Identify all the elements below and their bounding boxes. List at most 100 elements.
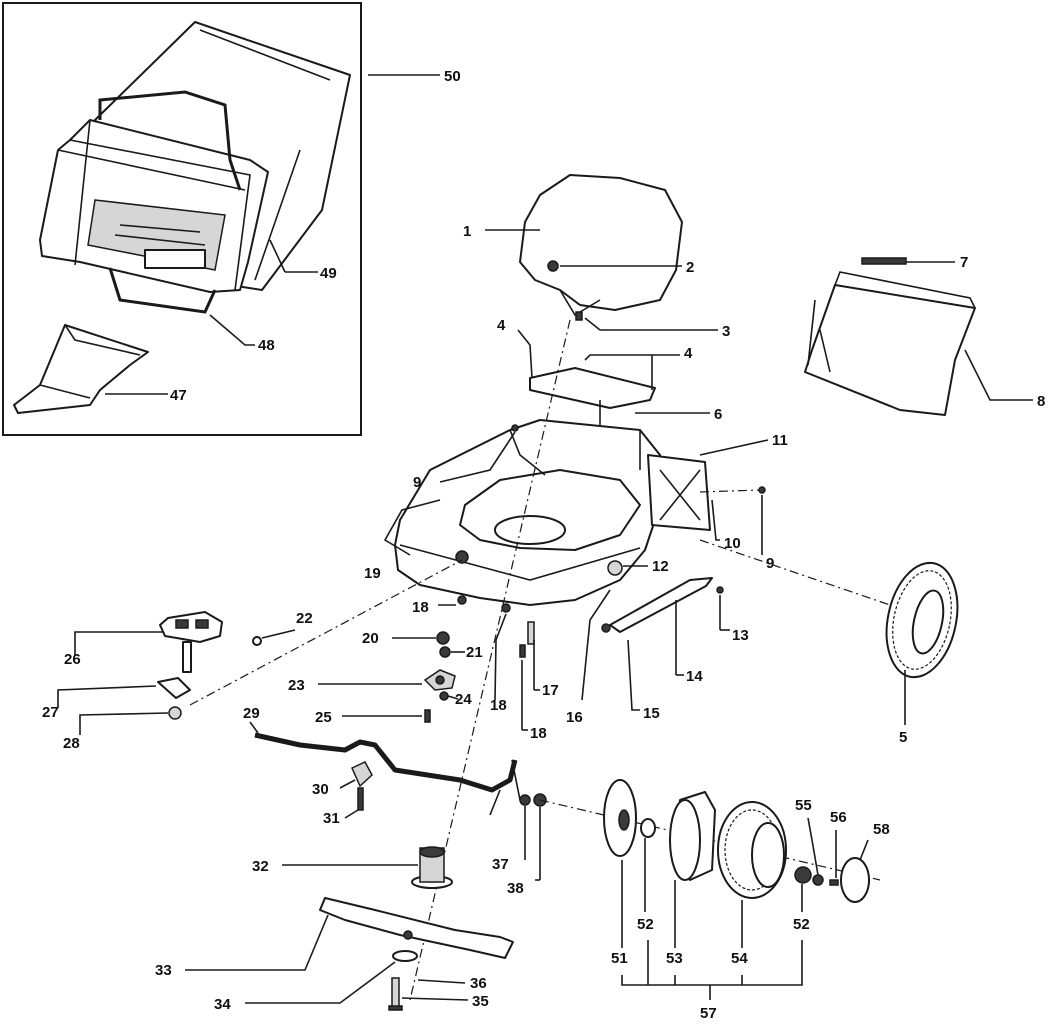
hubcap-51 [603,779,637,857]
label-52-right: 52 [793,916,810,933]
deck-blade-well [494,515,566,545]
pedal-26 [159,611,223,673]
label-36: 36 [470,975,487,992]
label-16: 16 [566,709,583,726]
label-20: 20 [362,630,379,647]
label-24: 24 [455,691,472,708]
engine-pin [575,311,583,321]
bag-frame [39,119,269,293]
bag-handle [98,90,242,314]
label-52-left: 52 [637,916,654,933]
screw-9-right [758,486,766,494]
label-21: 21 [466,644,483,661]
rear-flap [804,271,976,416]
grass-catcher-inset-frame [2,2,362,436]
washer-21 [439,646,451,658]
washer-55 [812,874,824,886]
label-6: 6 [714,406,722,423]
bracket-57 [621,940,803,1000]
blade-adapter-32 [411,846,453,889]
label-49: 49 [320,265,337,282]
bolt-31 [357,787,364,811]
blade-bolt-35 [388,977,403,1011]
label-22: 22 [296,610,313,627]
screw-18-a [457,595,467,605]
flap-clip [861,257,907,265]
height-lever-knob [607,560,623,576]
engine-bracket [529,367,656,425]
nut-24 [439,691,449,701]
washer-28 [168,706,182,720]
label-25: 25 [315,709,332,726]
screw-56 [829,879,839,886]
label-56: 56 [830,809,847,826]
handle-rod-29 [254,732,521,816]
label-18-low: 18 [530,725,547,742]
label-30: 30 [312,781,329,798]
label-23: 23 [288,677,305,694]
bearing-52-right [794,866,812,884]
label-11: 11 [772,432,788,449]
label-2: 2 [686,259,694,276]
label-12: 12 [652,558,669,575]
label-19: 19 [364,565,381,582]
label-33: 33 [155,962,172,979]
label-26: 26 [64,651,81,668]
label-14: 14 [686,668,703,685]
screw-9-left [511,424,519,432]
label-51: 51 [611,950,628,967]
label-47: 47 [170,387,187,404]
label-15: 15 [643,705,660,722]
label-9-left: 9 [413,474,421,491]
label-38: 38 [507,880,524,897]
label-1: 1 [463,223,471,240]
axle-bolt-13 [716,586,724,594]
label-32: 32 [252,858,269,875]
label-5: 5 [899,729,907,746]
label-37: 37 [492,856,509,873]
label-3: 3 [722,323,730,340]
engine-bolt [547,260,559,272]
washer-37 [519,794,531,806]
label-9-right: 9 [766,555,774,572]
label-57: 57 [700,1005,717,1022]
mower-deck [394,419,661,606]
rear-axle-bar [609,577,713,633]
label-7: 7 [960,254,968,271]
pin-18-c [519,644,526,658]
rear-guard-flap [647,454,711,531]
discharge-flap [13,324,149,414]
deck-screw [455,550,469,564]
label-28: 28 [63,735,80,752]
clamp-30 [351,761,373,788]
label-18-left: 18 [412,599,429,616]
pin-17 [527,621,535,645]
washer-22 [252,636,262,646]
wheel-rim-53 [669,791,716,881]
spring-27 [157,677,191,699]
label-53: 53 [666,950,683,967]
label-10: 10 [724,535,741,552]
adjuster-23 [423,669,456,691]
label-34: 34 [214,996,231,1013]
nut-20 [436,631,450,645]
label-17: 17 [542,682,559,699]
label-31: 31 [323,810,340,827]
label-4-right: 4 [684,345,693,362]
blade-washer-36 [392,950,418,962]
engine [519,174,683,317]
axle-nut-15 [601,623,611,633]
label-35: 35 [472,993,489,1010]
label-58: 58 [873,821,890,838]
screw-18-b [501,603,511,613]
label-8: 8 [1037,393,1045,410]
label-50: 50 [444,68,461,85]
rear-wheel [885,561,959,679]
hubcap-58 [840,857,870,903]
label-48: 48 [258,337,275,354]
label-54: 54 [731,950,748,967]
tire-54 [717,801,787,899]
bearing-52-left [640,818,656,838]
label-4-left: 4 [497,317,506,334]
